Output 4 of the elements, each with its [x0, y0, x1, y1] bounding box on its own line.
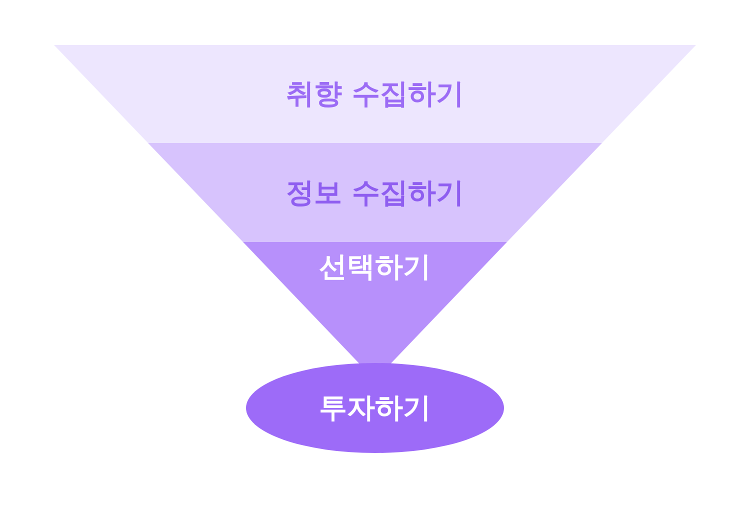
stage-label: 정보 수집하기: [286, 174, 464, 210]
stage-label: 취향 수집하기: [286, 76, 464, 112]
stage-label: 선택하기: [319, 249, 431, 285]
stage-label: 투자하기: [319, 390, 431, 426]
